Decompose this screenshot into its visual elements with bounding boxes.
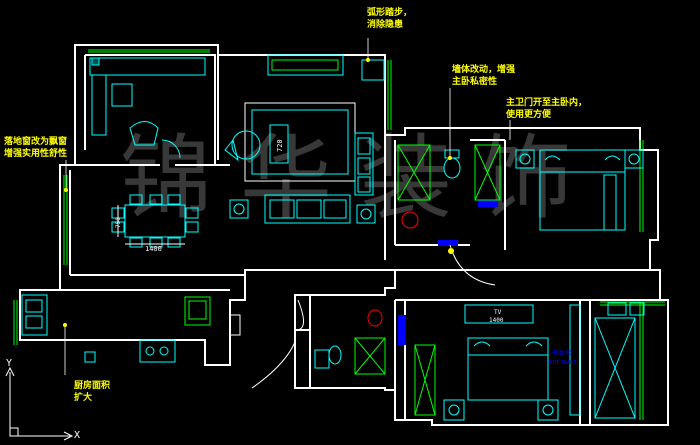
kitchen-note: 厨房面积 扩大	[74, 380, 110, 404]
ucs-x-label: X	[74, 430, 81, 441]
wall-move-note: 墙体改动，增强 主卧私密性	[452, 64, 515, 88]
bay-window-note: 落地窗改为飘窗 增强实用性舒性	[4, 136, 67, 160]
coffee-table-dim: 720	[276, 139, 284, 152]
master-bedroom	[515, 149, 644, 231]
guest-bath	[251, 299, 386, 389]
arc-step-note-line2: 消除隐患	[367, 20, 404, 30]
bath-door-note-line1: 主卫门开至主卧内，	[506, 98, 588, 108]
kitchen-note-line1: 厨房面积	[74, 381, 111, 391]
table-depth-dim: 750	[115, 217, 122, 228]
living-room	[224, 54, 385, 224]
study-room	[594, 302, 645, 419]
dining-table	[111, 194, 199, 248]
arc-step-note-line1: 弧形踏步，	[367, 8, 413, 18]
kitchen	[21, 294, 241, 363]
bath-door-note: 主卫门开至主卧内， 使用更方便	[506, 97, 587, 121]
watermark: 锦华装饰	[120, 125, 600, 232]
wall-move-note-line2: 主卧私密性	[452, 77, 498, 87]
ucs-icon	[5, 366, 74, 441]
tv-cabinet-dim: 1400	[489, 317, 504, 324]
ucs-y-label: Y	[6, 358, 13, 369]
table-width-dim: 1400	[145, 245, 162, 253]
second-bedroom	[414, 304, 581, 421]
bay-window-note-line2: 增强实用性舒性	[4, 149, 68, 159]
tv-label: TV	[494, 309, 502, 316]
wall-move-note-line1: 墙体改动，增强	[452, 65, 516, 75]
leader-lines	[64, 38, 511, 375]
bay-window-note-line1: 落地窗改为飘窗	[4, 137, 68, 147]
study-label-1: 书桌/柜	[552, 349, 572, 357]
kitchen-note-line2: 扩大	[74, 393, 93, 403]
door-pivot-marker	[448, 248, 454, 254]
study-area	[89, 57, 206, 159]
leader-dots	[63, 58, 452, 327]
bath-door-note-line2: 使用更方便	[506, 110, 552, 120]
arc-step-note: 弧形踏步， 消除隐患	[367, 7, 412, 31]
study-label-2: SIDE TABLE	[548, 360, 577, 366]
door-highlights	[398, 200, 498, 345]
